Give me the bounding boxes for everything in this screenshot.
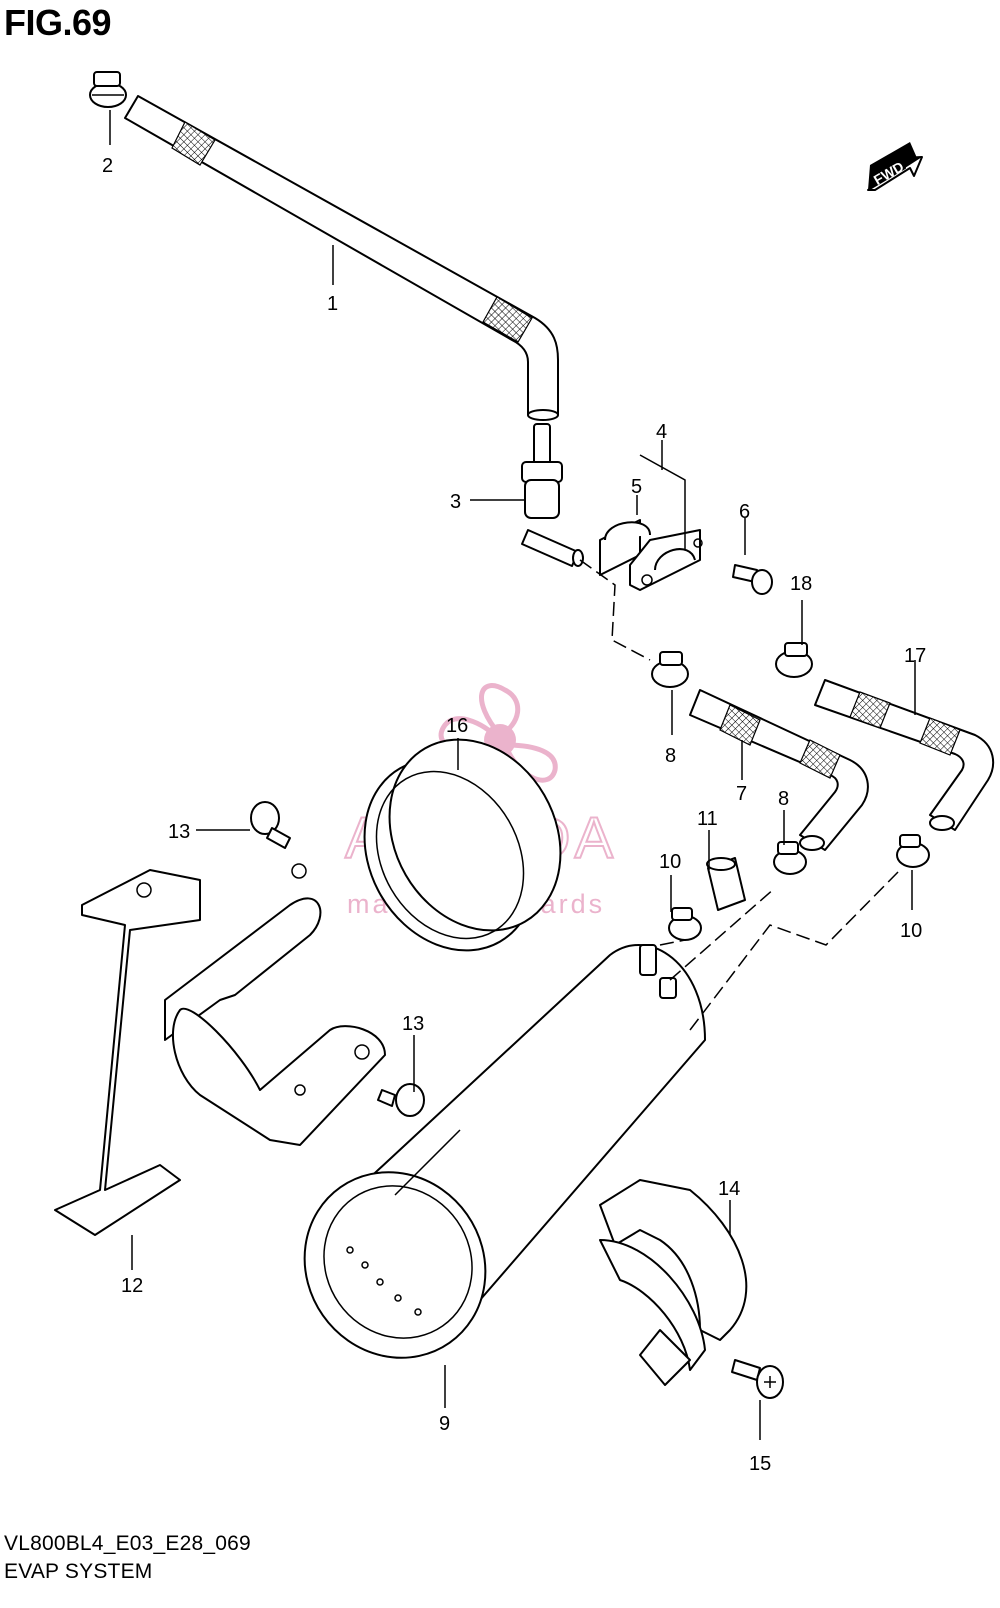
part-15-screw [731, 1359, 784, 1399]
callout-9: 9 [439, 1413, 450, 1435]
part-4-bracket-set [599, 519, 703, 591]
part-14-holder [599, 1179, 748, 1386]
part-8-hose-clamp-upper [651, 651, 689, 688]
part-10-hose-clamp-left [668, 907, 702, 941]
callout-8-upper: 8 [665, 745, 676, 767]
callout-6: 6 [739, 501, 750, 523]
part-2-hose-clamp [89, 71, 127, 108]
callout-2: 2 [102, 155, 113, 177]
callout-10-right: 10 [900, 920, 922, 942]
callout-11: 11 [697, 808, 718, 830]
callout-3: 3 [450, 491, 461, 513]
model-code: VL800BL4_E03_E28_069 [4, 1532, 251, 1555]
callout-5: 5 [631, 476, 642, 498]
part-17-hose [814, 679, 995, 831]
callout-18: 18 [790, 573, 812, 595]
part-10-hose-clamp-right [896, 834, 930, 868]
callout-14: 14 [718, 1178, 740, 1200]
callout-15: 15 [749, 1453, 771, 1475]
part-8-hose-clamp-lower [773, 841, 807, 875]
callout-12: 12 [121, 1275, 143, 1297]
part-7-hose [689, 689, 869, 851]
leader-lines [109, 110, 916, 1440]
callout-13-upper: 13 [168, 821, 190, 843]
callout-10-left: 10 [659, 851, 681, 873]
part-11-cap [706, 857, 746, 911]
part-12-bracket [54, 863, 386, 1236]
callout-17: 17 [904, 645, 926, 667]
part-3-fitting [521, 423, 584, 567]
callout-1: 1 [327, 293, 338, 315]
callout-8-lower: 8 [778, 788, 789, 810]
part-18-hose-clamp [775, 642, 813, 678]
part-13-screw-lower [377, 1083, 425, 1117]
part-1-long-hose [124, 95, 559, 421]
callout-16: 16 [446, 715, 468, 737]
callout-7: 7 [736, 783, 747, 805]
part-9-canister [303, 944, 706, 1359]
fwd-arrow-icon: FWD [867, 142, 923, 191]
callout-labels: 2 1 3 4 5 6 18 17 8 7 8 11 10 10 16 13 1… [102, 155, 926, 1475]
section-name: EVAP SYSTEM [4, 1560, 153, 1583]
part-13-screw-upper [250, 801, 291, 849]
callout-13-lower: 13 [402, 1013, 424, 1035]
routing-lines [579, 559, 901, 1031]
part-6-screw [732, 564, 773, 595]
figure-title: FIG.69 [4, 2, 112, 43]
part-16-band [363, 738, 562, 952]
callout-4: 4 [656, 421, 667, 443]
